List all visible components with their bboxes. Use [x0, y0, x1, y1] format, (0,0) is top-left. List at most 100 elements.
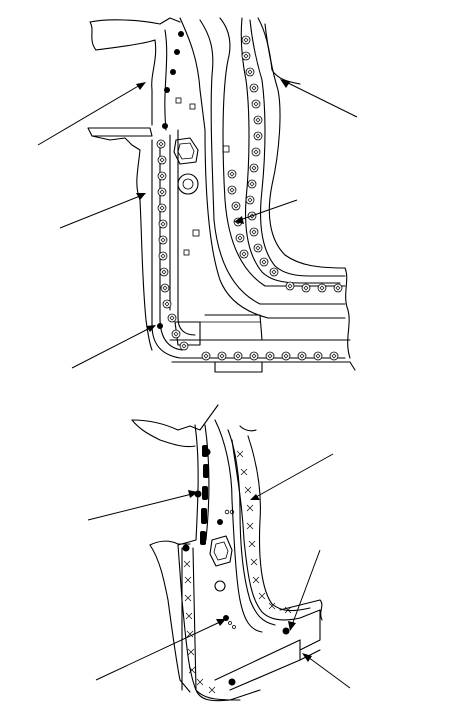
lower-cut-edge-top [131, 404, 219, 431]
x-weld-mark [183, 560, 191, 568]
spot-weld-mark [160, 253, 166, 259]
spot-weld-mark [251, 85, 257, 91]
spot-weld [227, 185, 237, 195]
spot-weld [239, 249, 249, 259]
lower-pillar-hole-1 [209, 535, 233, 567]
spot-weld-mark [261, 259, 267, 265]
upper-leaders [37, 79, 358, 369]
spot-weld [317, 283, 327, 293]
lower-inner-flange [231, 439, 301, 621]
spot-weld-mark [335, 285, 341, 291]
x-weld-mark [284, 606, 292, 614]
x-weld-mark [248, 540, 256, 548]
spot-weld [233, 351, 243, 361]
x-weld-mark [236, 450, 244, 458]
upper-solid-welds [157, 31, 184, 329]
spot-weld-mark [303, 285, 309, 291]
spot-weld-mark [159, 157, 165, 163]
spot-weld-mark [267, 353, 273, 359]
upper-cut-edge-left [89, 21, 156, 51]
x-weld-mark [246, 522, 254, 530]
spot-weld-mark [283, 353, 289, 359]
spot-weld [245, 195, 255, 205]
spot-weld [247, 179, 257, 189]
upper-pillar-hole-1 [173, 137, 199, 165]
upper-view [37, 17, 358, 373]
upper-pillar-outer [151, 139, 346, 359]
spot-weld-mark [287, 283, 293, 289]
x-weld-mark [246, 504, 254, 512]
spot-weld-mark [247, 197, 253, 203]
upper-left-panel-edge [151, 39, 157, 126]
x-weld-mark [208, 686, 216, 694]
x-weld-mark [184, 594, 192, 602]
spot-weld [156, 139, 166, 149]
spot-weld-mark [159, 205, 165, 211]
spot-weld-mark [164, 301, 170, 307]
x-weld-mark [196, 678, 204, 686]
spot-weld-mark [235, 353, 241, 359]
spot-weld-mark [255, 245, 261, 251]
spot-weld [158, 251, 168, 261]
spot-weld [249, 163, 259, 173]
spot-weld-mark [315, 353, 321, 359]
x-weld-mark [268, 602, 276, 610]
spot-weld [235, 233, 245, 243]
x-weld-mark [240, 468, 248, 476]
spot-weld [157, 171, 167, 181]
spot-weld-mark [229, 187, 235, 193]
spot-weld-mark [219, 353, 225, 359]
lower-pillar-outer [177, 424, 241, 701]
spot-weld [259, 257, 269, 267]
spot-weld-mark [237, 235, 243, 241]
x-weld-mark [250, 558, 258, 566]
upper-cut-edge-top [89, 17, 181, 25]
upper-spot-welds [156, 35, 343, 361]
spot-weld-mark [247, 69, 253, 75]
spot-weld-mark [249, 213, 255, 219]
x-weld-mark [258, 592, 266, 600]
spot-weld [241, 35, 251, 45]
spot-weld-mark [251, 229, 257, 235]
spot-weld-mark [169, 315, 175, 321]
spot-weld [158, 235, 168, 245]
spot-weld-mark [173, 331, 179, 337]
spot-weld-mark [161, 269, 167, 275]
spot-weld [301, 283, 311, 293]
upper-left-flange [87, 127, 153, 137]
lower-x-welds [183, 450, 292, 694]
spot-weld-mark [255, 133, 261, 139]
lower-view [87, 404, 351, 702]
spot-weld [227, 169, 237, 179]
x-weld-mark [185, 612, 193, 620]
spot-weld [201, 351, 211, 361]
spot-weld [171, 329, 181, 339]
spot-weld-mark [241, 251, 247, 257]
spot-weld [285, 281, 295, 291]
spot-weld-mark [158, 141, 164, 147]
x-weld-mark [244, 486, 252, 494]
spot-weld-mark [159, 173, 165, 179]
spot-weld [253, 115, 263, 125]
x-weld-mark [252, 576, 260, 584]
spot-weld [157, 187, 167, 197]
lower-pillar-hole-2 [214, 580, 226, 592]
spot-weld [245, 67, 255, 77]
spot-weld [179, 341, 189, 351]
lower-small-marks [224, 509, 236, 629]
spot-weld [297, 351, 307, 361]
spot-weld [253, 243, 263, 253]
spot-weld-mark [271, 269, 277, 275]
spot-weld-mark [253, 101, 259, 107]
spot-weld-mark [251, 353, 257, 359]
spot-weld [159, 267, 169, 277]
spot-weld-mark [243, 53, 249, 59]
spot-weld [162, 299, 172, 309]
x-weld-mark [188, 666, 196, 674]
spot-weld [251, 147, 261, 157]
spot-weld-mark [160, 237, 166, 243]
spot-weld [160, 283, 170, 293]
upper-pillar-hole-2 [177, 173, 199, 195]
spot-weld [281, 351, 291, 361]
